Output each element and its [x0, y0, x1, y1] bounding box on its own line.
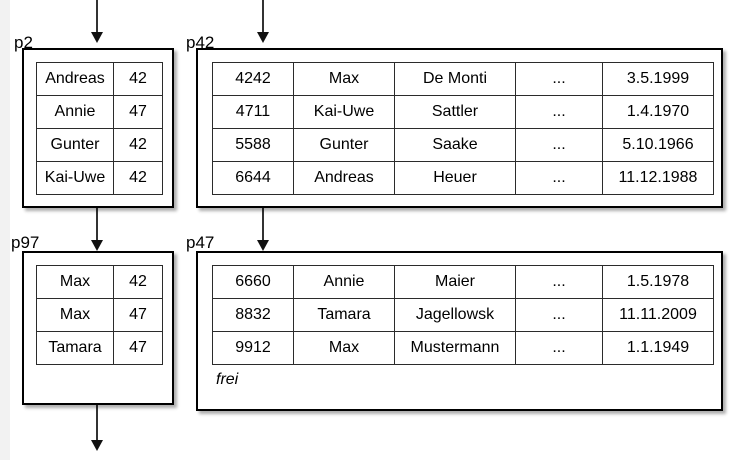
data-cell-last: Saake: [394, 128, 516, 162]
data-cell-last: Mustermann: [394, 331, 516, 365]
data-cell-first: Gunter: [293, 128, 395, 162]
data-cell-date: 5.10.1966: [602, 128, 714, 162]
index-key-cell: Max: [36, 265, 114, 299]
data-cell-id: 4711: [212, 95, 294, 129]
data-cell-ellipsis: ...: [515, 161, 603, 195]
data-cell-id: 9912: [212, 331, 294, 365]
data-cell-last: De Monti: [394, 62, 516, 96]
index-key-cell: Andreas: [36, 62, 114, 96]
table-row[interactable]: 4242 Max De Monti ... 3.5.1999: [212, 62, 714, 96]
index-table-p2[interactable]: Andreas 42 Annie 47 Gunter 42 Kai-Uwe 42: [36, 62, 163, 195]
data-cell-ellipsis: ...: [515, 331, 603, 365]
data-cell-id: 5588: [212, 128, 294, 162]
index-value-cell: 42: [113, 128, 163, 162]
index-table-p97[interactable]: Max 42 Max 47 Tamara 47: [36, 265, 163, 365]
data-cell-id: 4242: [212, 62, 294, 96]
table-row[interactable]: 8832 Tamara Jagellowsk ... 11.11.2009: [212, 298, 714, 332]
table-row[interactable]: 5588 Gunter Saake ... 5.10.1966: [212, 128, 714, 162]
table-row[interactable]: Gunter 42: [36, 128, 163, 162]
arrow-p2-to-p97: [90, 208, 104, 252]
data-cell-id: 8832: [212, 298, 294, 332]
data-cell-last: Jagellowsk: [394, 298, 516, 332]
data-cell-first: Annie: [293, 265, 395, 299]
table-row[interactable]: Tamara 47: [36, 331, 163, 365]
data-cell-first: Andreas: [293, 161, 395, 195]
index-key-cell: Gunter: [36, 128, 114, 162]
index-value-cell: 42: [113, 161, 163, 195]
page-box-p2[interactable]: Andreas 42 Annie 47 Gunter 42 Kai-Uwe 42: [22, 48, 174, 208]
page-box-p42[interactable]: 4242 Max De Monti ... 3.5.1999 4711 Kai-…: [196, 48, 723, 208]
index-key-cell: Kai-Uwe: [36, 161, 114, 195]
page-edge-strip: [0, 0, 10, 460]
data-cell-date: 1.5.1978: [602, 265, 714, 299]
data-cell-first: Max: [293, 331, 395, 365]
data-table-p42[interactable]: 4242 Max De Monti ... 3.5.1999 4711 Kai-…: [212, 62, 714, 195]
data-cell-date: 11.11.2009: [602, 298, 714, 332]
arrow-p42-to-p47: [256, 208, 270, 252]
index-key-cell: Annie: [36, 95, 114, 129]
table-row[interactable]: 4711 Kai-Uwe Sattler ... 1.4.1970: [212, 95, 714, 129]
table-row[interactable]: 6660 Annie Maier ... 1.5.1978: [212, 265, 714, 299]
page-label-p42: p42: [186, 33, 215, 52]
data-cell-first: Tamara: [293, 298, 395, 332]
index-value-cell: 47: [113, 331, 163, 365]
data-table-p47[interactable]: 6660 Annie Maier ... 1.5.1978 8832 Tamar…: [212, 265, 714, 365]
table-row[interactable]: Max 47: [36, 298, 163, 332]
arrow-into-p2: [90, 0, 104, 44]
page-label-p97: p97: [11, 233, 40, 252]
index-key-cell: Tamara: [36, 331, 114, 365]
data-cell-last: Maier: [394, 265, 516, 299]
table-row[interactable]: 9912 Max Mustermann ... 1.1.1949: [212, 331, 714, 365]
arrow-out-of-p97: [90, 405, 104, 455]
data-cell-last: Heuer: [394, 161, 516, 195]
data-cell-ellipsis: ...: [515, 62, 603, 96]
page-label-p2: p2: [14, 33, 33, 52]
data-cell-ellipsis: ...: [515, 265, 603, 299]
free-space-label: frei: [216, 371, 239, 388]
table-row[interactable]: Annie 47: [36, 95, 163, 129]
page-label-p47: p47: [186, 233, 215, 252]
arrow-into-p42: [256, 0, 270, 44]
data-cell-first: Max: [293, 62, 395, 96]
table-row[interactable]: Max 42: [36, 265, 163, 299]
data-cell-ellipsis: ...: [515, 128, 603, 162]
table-row[interactable]: Andreas 42: [36, 62, 163, 96]
data-cell-date: 11.12.1988: [602, 161, 714, 195]
data-cell-last: Sattler: [394, 95, 516, 129]
data-cell-ellipsis: ...: [515, 298, 603, 332]
data-cell-ellipsis: ...: [515, 95, 603, 129]
index-value-cell: 47: [113, 95, 163, 129]
table-row[interactable]: Kai-Uwe 42: [36, 161, 163, 195]
data-cell-date: 1.4.1970: [602, 95, 714, 129]
index-value-cell: 42: [113, 265, 163, 299]
table-row[interactable]: 6644 Andreas Heuer ... 11.12.1988: [212, 161, 714, 195]
data-cell-first: Kai-Uwe: [293, 95, 395, 129]
index-value-cell: 47: [113, 298, 163, 332]
data-cell-date: 1.1.1949: [602, 331, 714, 365]
page-box-p97[interactable]: Max 42 Max 47 Tamara 47: [22, 251, 174, 405]
page-box-p47[interactable]: 6660 Annie Maier ... 1.5.1978 8832 Tamar…: [196, 251, 723, 411]
data-cell-id: 6660: [212, 265, 294, 299]
data-cell-date: 3.5.1999: [602, 62, 714, 96]
index-key-cell: Max: [36, 298, 114, 332]
index-value-cell: 42: [113, 62, 163, 96]
data-cell-id: 6644: [212, 161, 294, 195]
